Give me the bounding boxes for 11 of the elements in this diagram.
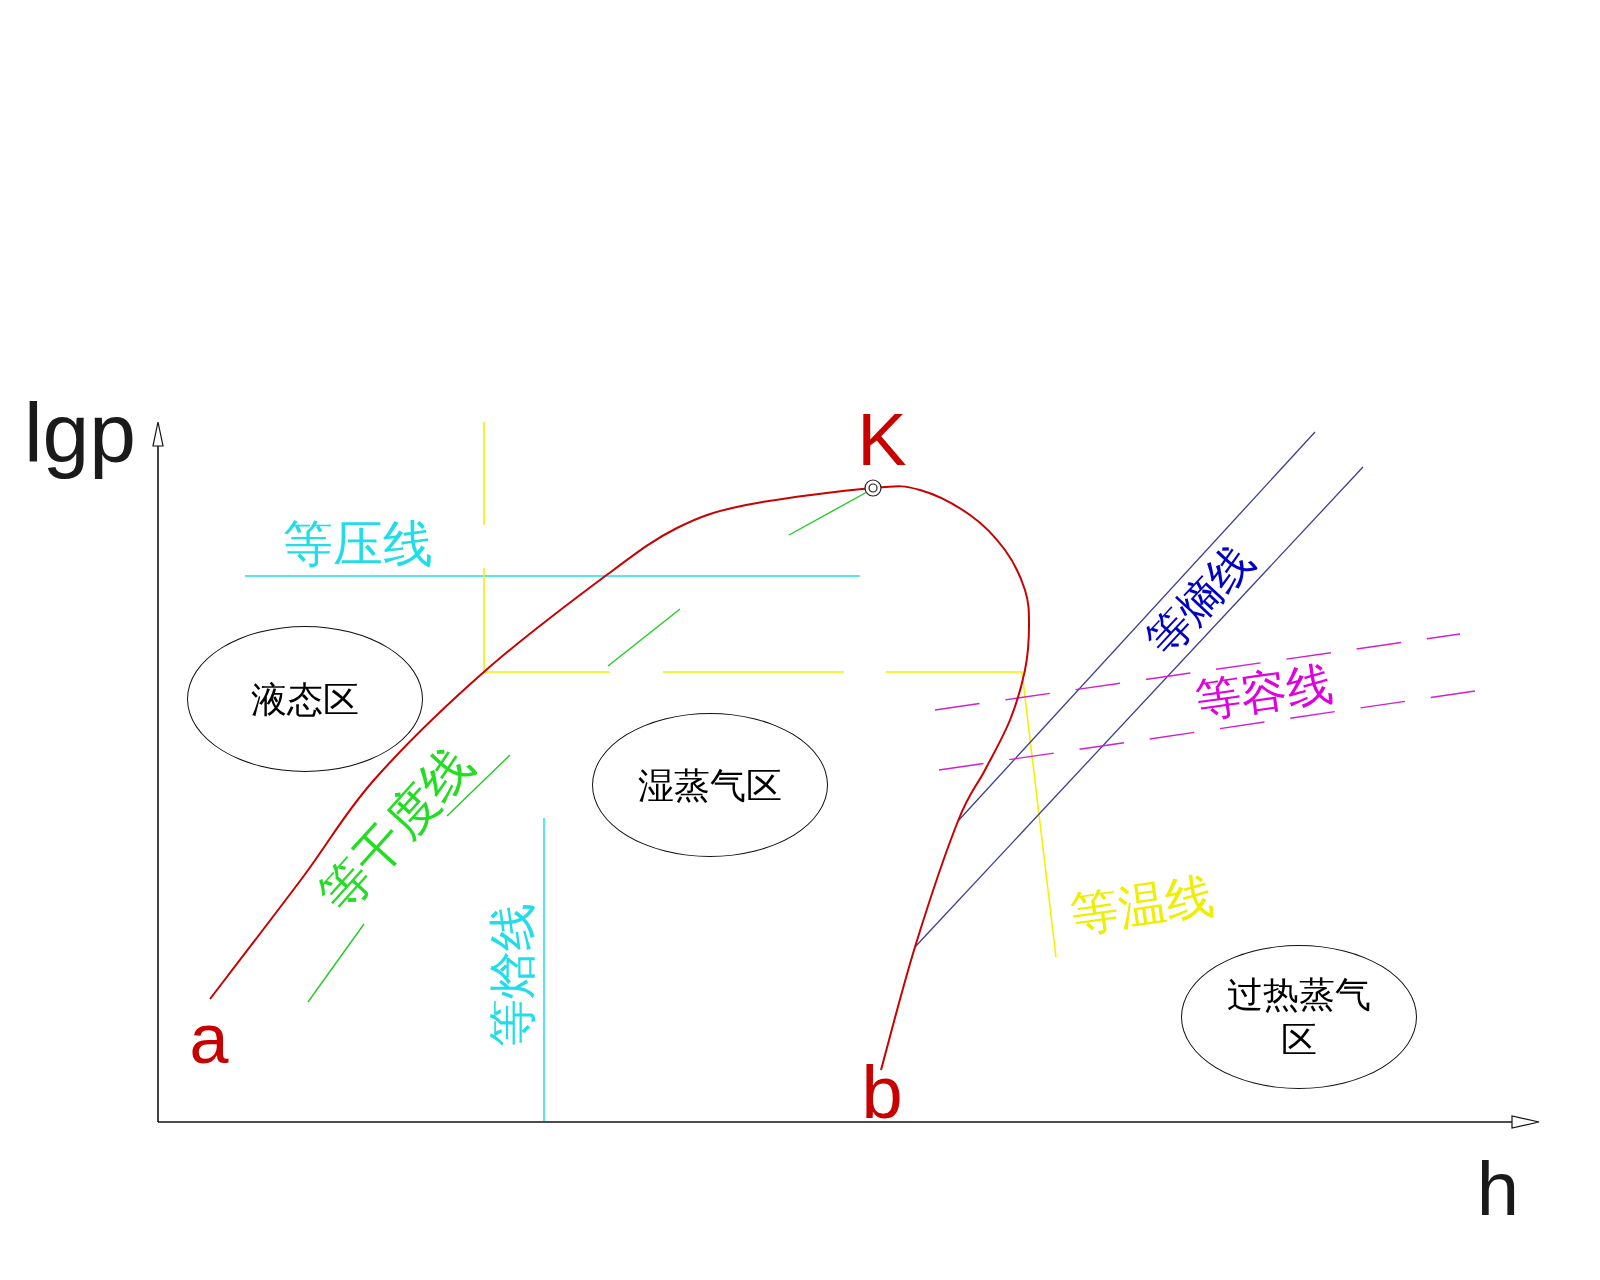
- line-label: 等压线: [283, 519, 433, 569]
- line-label: 等干度线: [310, 738, 482, 922]
- point-label: b: [861, 1056, 903, 1130]
- line-label: 等温线: [1067, 871, 1217, 939]
- point-label: K: [857, 403, 907, 477]
- line-label: 等焓线: [488, 903, 536, 1047]
- point-label: a: [189, 1004, 229, 1074]
- region-label: 液态区: [251, 677, 359, 722]
- region-label: 过热蒸气区: [1226, 973, 1372, 1062]
- axis-label: h: [1476, 1151, 1520, 1227]
- region-label: 湿蒸气区: [638, 763, 782, 808]
